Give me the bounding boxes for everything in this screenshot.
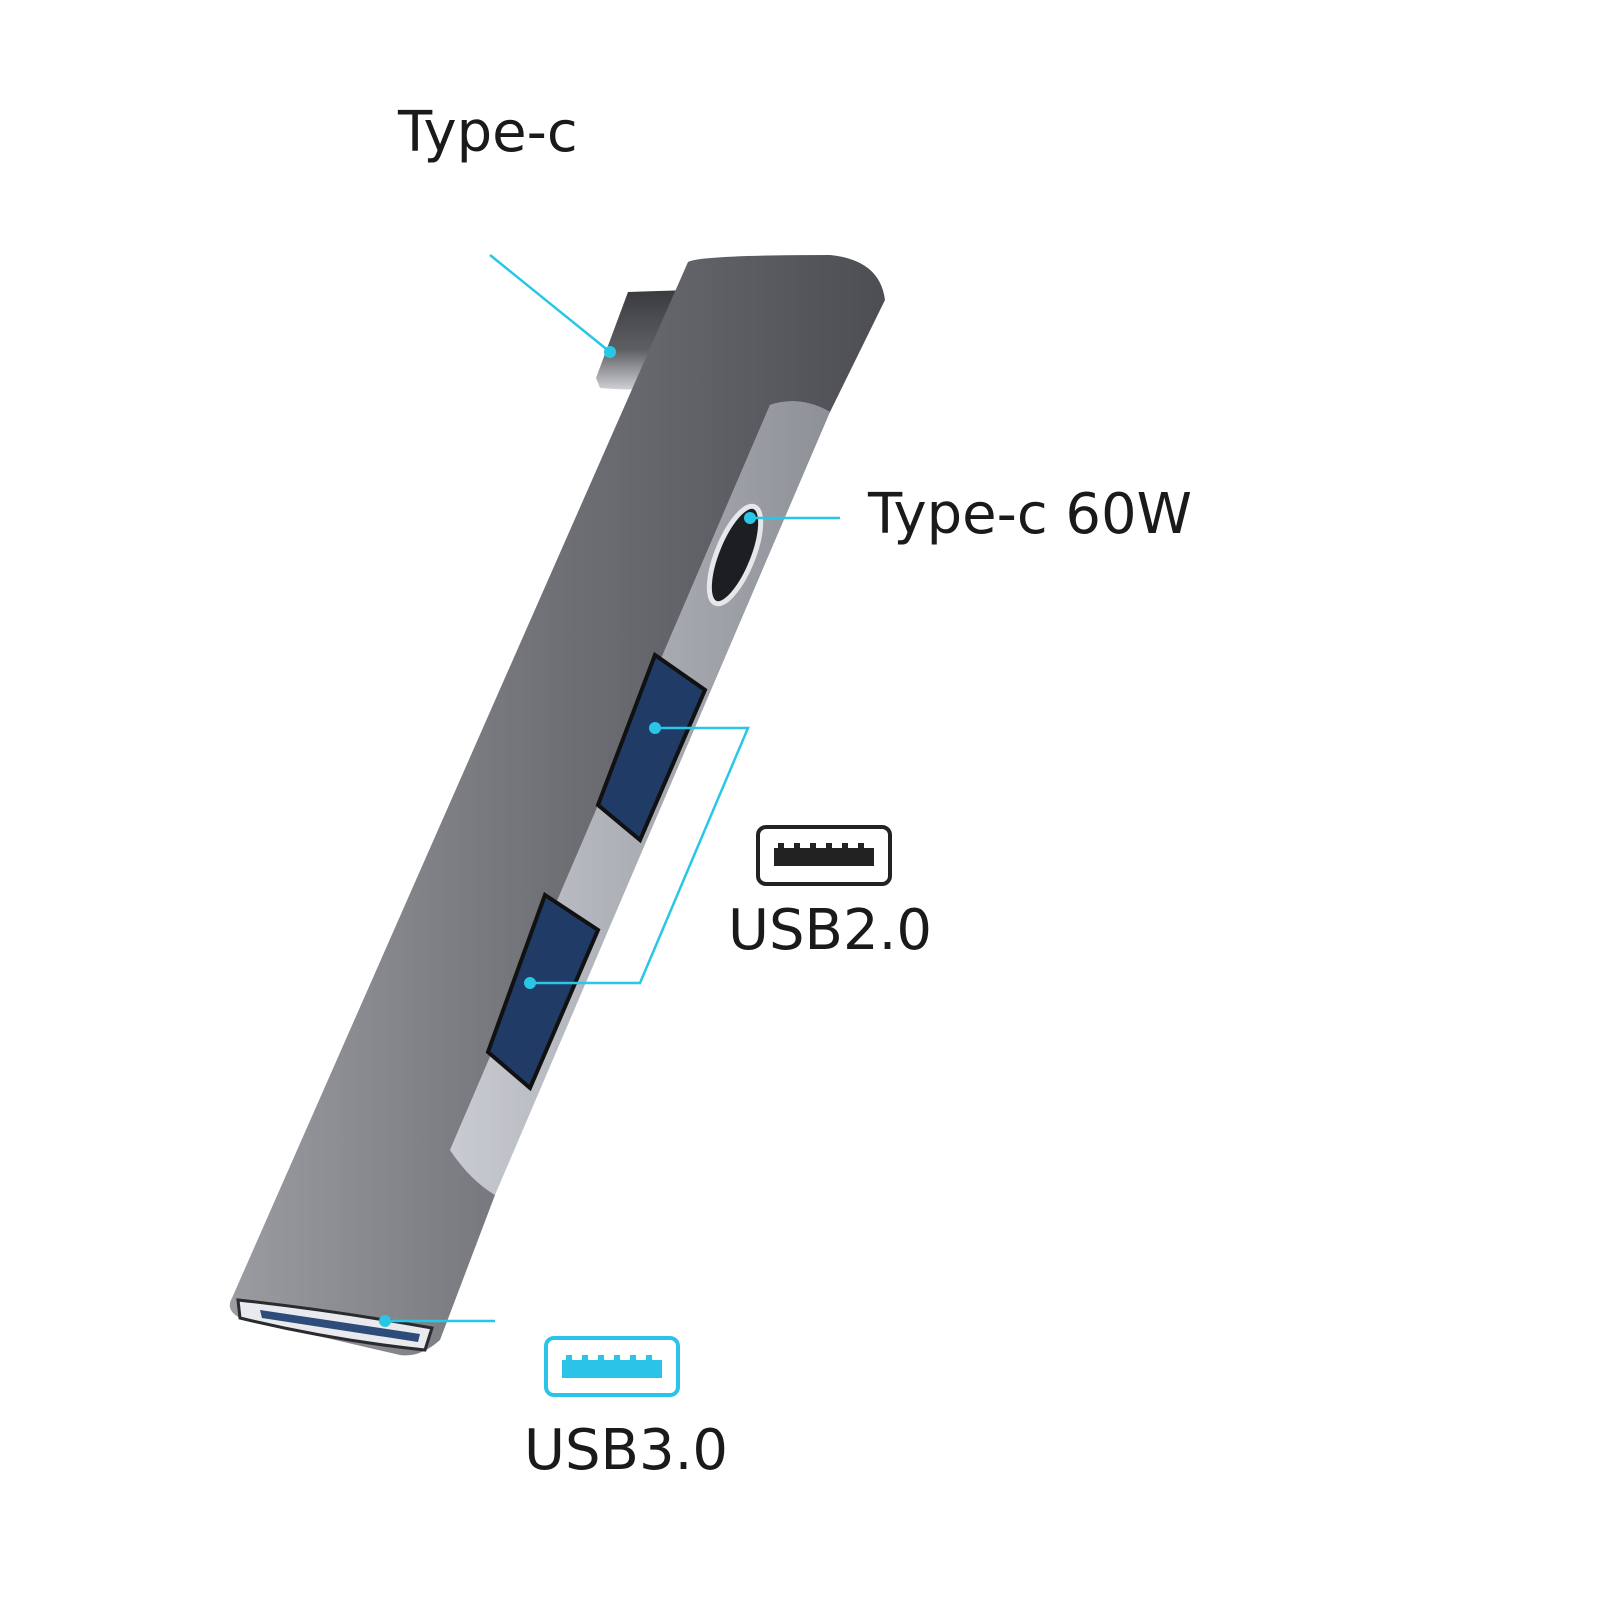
type-c-pd-label: Type-c 60W	[868, 482, 1193, 547]
callout-dots	[379, 346, 756, 1327]
hub-body	[229, 255, 886, 1356]
usb2-label: USB2.0	[728, 898, 933, 963]
type-c-port	[706, 503, 764, 607]
usb2-port-2	[485, 891, 601, 1092]
usb3-label: USB3.0	[524, 1418, 729, 1483]
callout-lines	[385, 254, 840, 1323]
type-c-input-label: Type-c	[398, 100, 578, 165]
usb2-port-1	[595, 651, 708, 844]
usb2-icon	[756, 825, 892, 886]
usb3-icon	[544, 1336, 680, 1397]
